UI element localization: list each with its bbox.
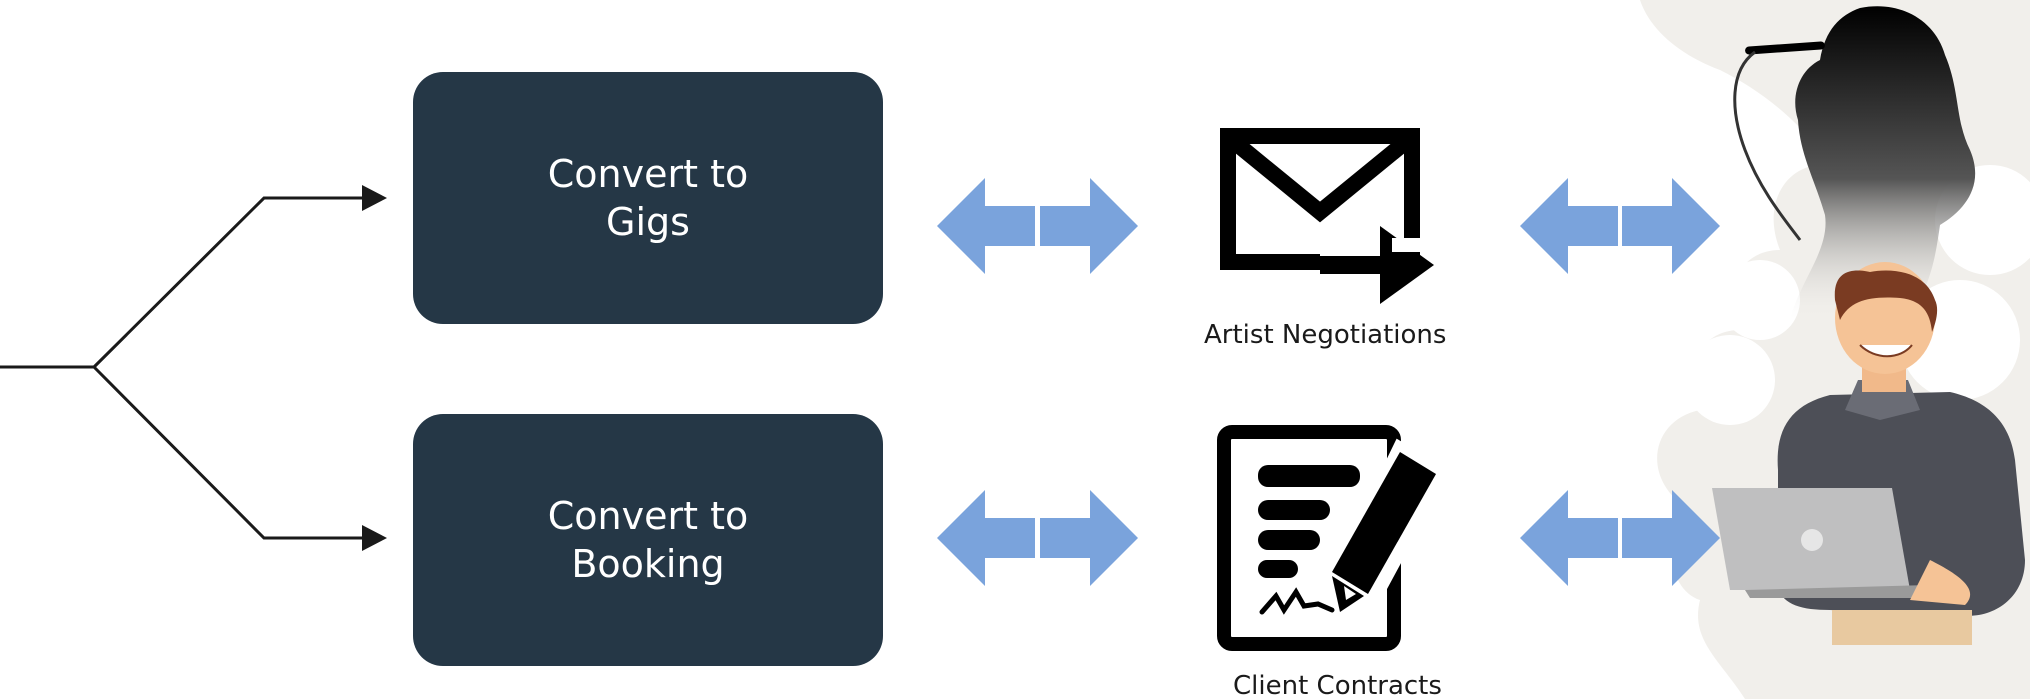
man-with-laptop-icon	[1712, 262, 2025, 645]
envelope-send-icon	[1220, 128, 1434, 304]
arrowhead-to-gigs	[362, 185, 387, 211]
arrowhead-to-booking	[362, 525, 387, 551]
double-arrow-gigs-negotiations	[937, 178, 1138, 274]
branch-connector	[0, 196, 372, 540]
singer-silhouette-icon	[1733, 6, 1976, 321]
client-contracts-label: Client Contracts	[1233, 671, 1442, 699]
convert-to-booking-box: Convert to Booking	[413, 414, 883, 666]
contract-signature-icon	[1217, 425, 1451, 651]
double-arrow-negotiations-artist	[1520, 178, 1720, 274]
convert-to-gigs-label: Convert to Gigs	[547, 152, 749, 244]
artist-negotiations-label: Artist Negotiations	[1204, 320, 1447, 350]
convert-to-booking-label: Convert to Booking	[547, 494, 749, 586]
double-arrow-contracts-client	[1520, 490, 1720, 586]
convert-to-gigs-box: Convert to Gigs	[413, 72, 883, 324]
double-arrow-booking-contracts	[937, 490, 1138, 586]
